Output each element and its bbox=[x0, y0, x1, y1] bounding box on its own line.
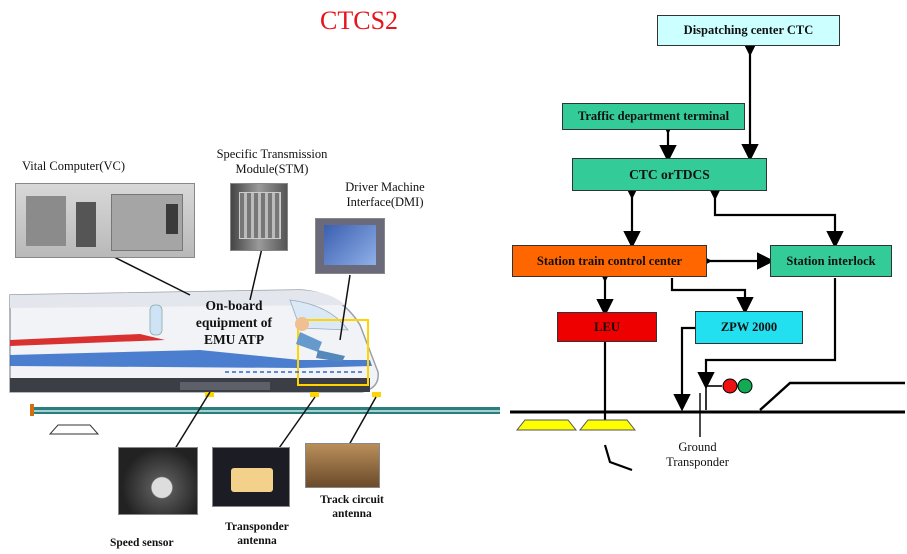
stm-photo bbox=[230, 183, 288, 251]
ground-label-line2: Transponder bbox=[666, 455, 729, 469]
page-title: CTCS2 bbox=[320, 6, 399, 35]
leu-box: LEU bbox=[557, 312, 657, 342]
track-circuit-antenna-photo bbox=[305, 443, 380, 488]
track-label-line2: antenna bbox=[332, 508, 372, 520]
stm-label-line2: Module(STM) bbox=[235, 162, 309, 176]
onboard-equipment-label: On-board equipment of EMU ATP bbox=[178, 297, 290, 348]
ground-label-line1: Ground bbox=[678, 440, 717, 454]
vital-computer-photo bbox=[15, 183, 195, 258]
transponder-label-line2: antenna bbox=[237, 535, 277, 547]
zpw-2000-box: ZPW 2000 bbox=[695, 311, 803, 344]
speed-sensor-label: Speed sensor bbox=[110, 537, 174, 549]
track-label-line1: Track circuit bbox=[320, 494, 384, 506]
driver-figure bbox=[295, 317, 345, 362]
dmi-label: Driver Machine Interface(DMI) bbox=[335, 180, 435, 210]
ground-balise-shape bbox=[48, 424, 100, 435]
dmi-photo bbox=[315, 218, 385, 274]
track-circuit-antenna-label: Track circuit antenna bbox=[312, 493, 392, 521]
transponder-antenna-photo bbox=[212, 447, 290, 507]
ground-balise-1 bbox=[515, 419, 578, 431]
stm-label: Specific Transmission Module(STM) bbox=[202, 147, 342, 177]
station-train-control-box: Station train control center bbox=[512, 245, 707, 277]
station-interlock-box: Station interlock bbox=[770, 245, 892, 277]
dmi-label-line2: Interface(DMI) bbox=[346, 195, 424, 209]
vital-computer-label: Vital Computer(VC) bbox=[22, 159, 126, 173]
ctc-tdcs-box: CTC orTDCS bbox=[572, 158, 767, 191]
transponder-antenna-label: Transponder antenna bbox=[222, 520, 292, 548]
ground-balise-2 bbox=[578, 419, 637, 431]
red-signal-lamp bbox=[722, 378, 738, 394]
onboard-label-line1: On-board bbox=[205, 298, 263, 313]
emu-train-body bbox=[9, 289, 381, 397]
ground-transponder-label: Ground Transponder bbox=[655, 440, 740, 470]
transponder-label-line1: Transponder bbox=[225, 521, 289, 533]
green-signal-lamp bbox=[737, 378, 753, 394]
dmi-label-line1: Driver Machine bbox=[345, 180, 425, 194]
speed-sensor-photo bbox=[118, 447, 198, 515]
onboard-label-line2: equipment of bbox=[195, 315, 273, 330]
onboard-label-line3: EMU ATP bbox=[203, 332, 265, 347]
stm-label-line1: Specific Transmission bbox=[216, 147, 328, 161]
traffic-terminal-box: Traffic department terminal bbox=[562, 103, 745, 130]
dispatching-center-box: Dispatching center CTC bbox=[657, 15, 840, 46]
